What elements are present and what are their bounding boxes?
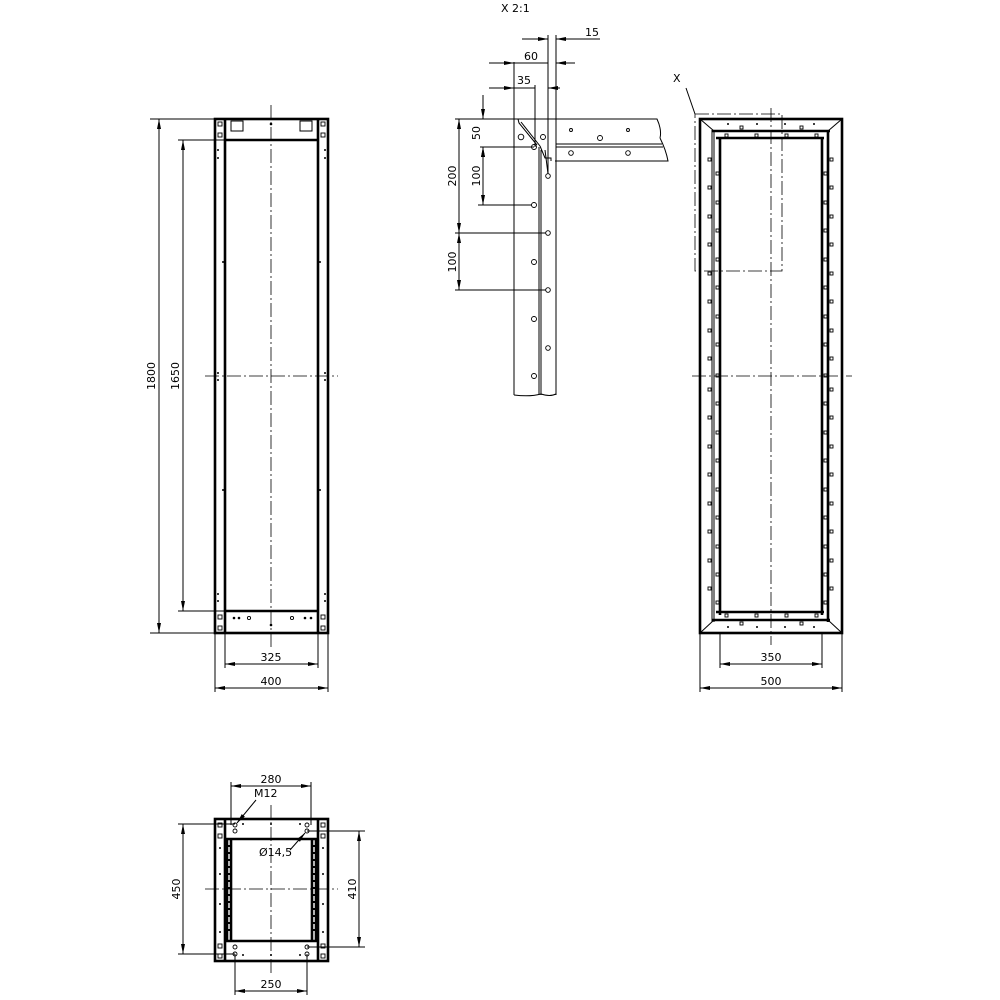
hole-diameter-callout: Ø14,5 bbox=[259, 846, 292, 859]
detail-title: X 2:1 bbox=[501, 2, 530, 15]
base-rail-holes bbox=[228, 845, 315, 931]
thread-callout: M12 bbox=[254, 787, 278, 800]
dim-height-inner: 1650 bbox=[169, 362, 182, 390]
base-view: 280 M12 Ø14,5 450 410 250 bbox=[170, 773, 365, 995]
dim-60: 60 bbox=[524, 50, 538, 63]
dim-width-overall: 400 bbox=[261, 675, 282, 688]
detail-view: X 2:1 bbox=[446, 2, 669, 397]
detail-marker: X bbox=[673, 72, 681, 85]
side-view: X bbox=[673, 72, 852, 692]
dim-base-bottom: 250 bbox=[261, 978, 282, 991]
front-view: 1800 1650 325 400 bbox=[145, 105, 338, 692]
base-outer-frame bbox=[213, 817, 330, 963]
top-slot-right bbox=[299, 120, 313, 132]
dim-100-lower: 100 bbox=[446, 252, 459, 273]
dim-base-left: 450 bbox=[170, 879, 183, 900]
dim-200: 200 bbox=[446, 166, 459, 187]
dim-50: 50 bbox=[470, 126, 483, 140]
detail-x-region bbox=[694, 113, 783, 272]
dim-base-top: 280 bbox=[261, 773, 282, 786]
dim-15: 15 bbox=[585, 26, 599, 39]
dim-base-right: 410 bbox=[346, 879, 359, 900]
dim-side-width-inner: 350 bbox=[761, 651, 782, 664]
dim-side-width-overall: 500 bbox=[761, 675, 782, 688]
dim-100-upper: 100 bbox=[470, 166, 483, 187]
side-hole-pattern bbox=[707, 123, 834, 628]
dim-35: 35 bbox=[517, 74, 531, 87]
dim-width-inner: 325 bbox=[261, 651, 282, 664]
top-slot-left bbox=[230, 120, 244, 132]
dim-height-overall: 1800 bbox=[145, 362, 158, 390]
